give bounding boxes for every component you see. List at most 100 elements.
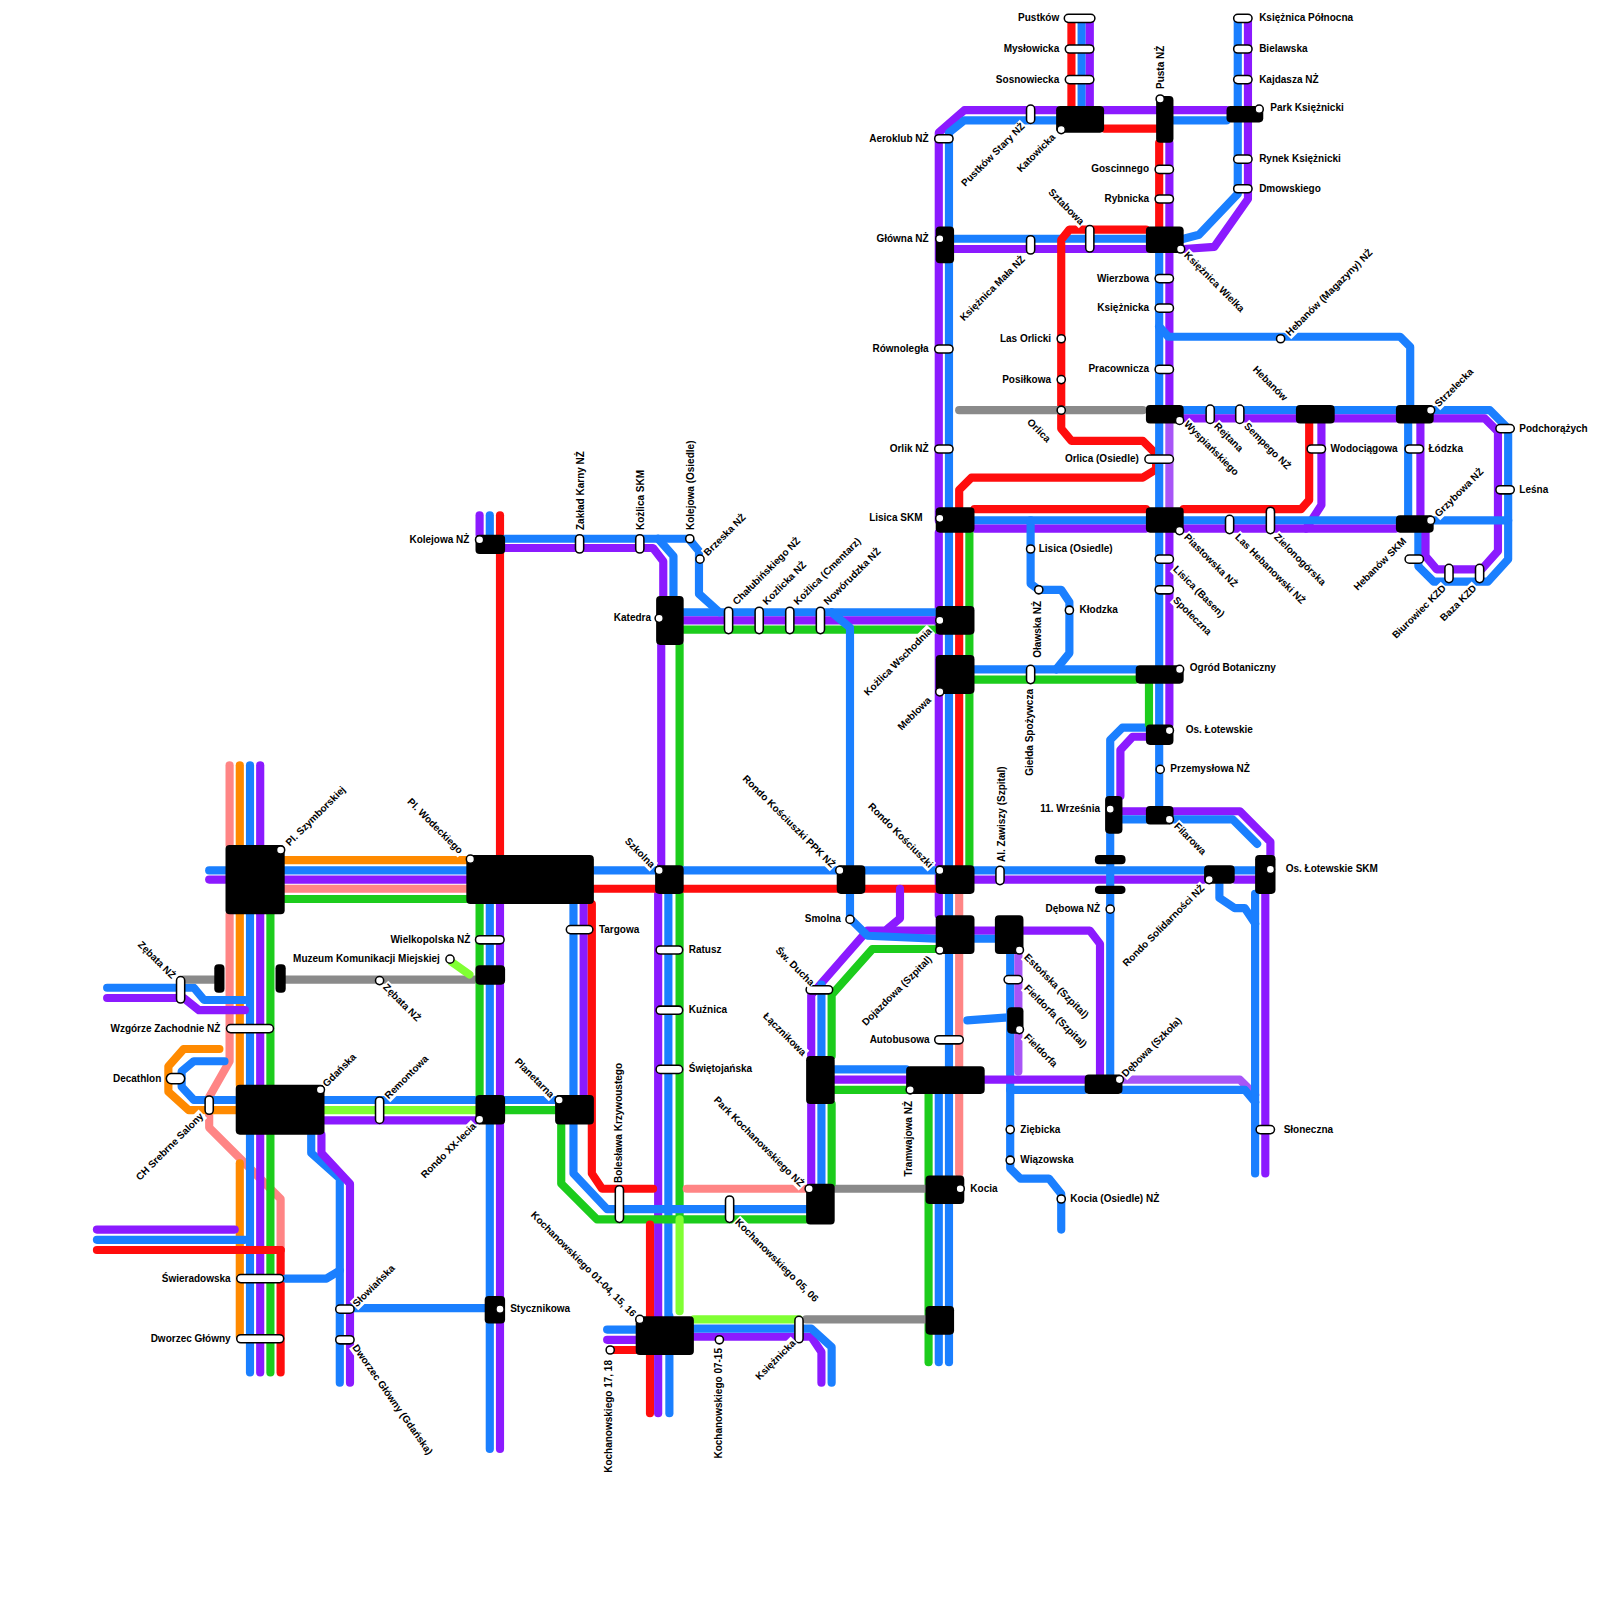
transit-line bbox=[256, 765, 264, 845]
station-dot bbox=[376, 977, 384, 985]
station-label: Orlik NŻ bbox=[889, 443, 930, 455]
station-label: Sztabowa bbox=[1044, 186, 1087, 229]
transit-line bbox=[1122, 1090, 1255, 1102]
station-dot bbox=[476, 1115, 484, 1123]
station-marker bbox=[566, 926, 593, 934]
transit-line bbox=[817, 1104, 825, 1184]
transit-line bbox=[1155, 533, 1163, 666]
transit-line bbox=[324, 1116, 475, 1124]
station-marker bbox=[1445, 564, 1453, 582]
station-dot bbox=[496, 1305, 504, 1313]
station-dot bbox=[1065, 606, 1073, 614]
transit-line bbox=[974, 935, 994, 943]
station-dot bbox=[936, 616, 944, 624]
transit-line bbox=[209, 866, 225, 874]
station-label: Grzybowa NŻ bbox=[1431, 465, 1486, 520]
transit-line bbox=[1426, 418, 1498, 569]
interchange-station bbox=[926, 1306, 955, 1335]
transit-line bbox=[594, 866, 837, 874]
transit-line bbox=[486, 515, 494, 534]
transit-line bbox=[694, 1315, 799, 1323]
station-label: Wierzbowa bbox=[1096, 273, 1150, 285]
station-label: Bolesława Krzywoustego bbox=[613, 1062, 625, 1184]
station-marker bbox=[1155, 304, 1173, 312]
station-dot bbox=[1205, 876, 1213, 884]
transit-line bbox=[954, 245, 1146, 253]
station-label: Wodociągowa bbox=[1330, 443, 1399, 455]
interchange-station bbox=[1007, 1007, 1023, 1034]
transit-line bbox=[182, 1061, 235, 1100]
transit-line bbox=[1184, 414, 1396, 422]
station-label: Os. Łotewskie SKM bbox=[1285, 863, 1379, 875]
transit-line bbox=[226, 765, 234, 845]
station-label: Wzgórze Zachodnie NŻ bbox=[109, 1023, 221, 1035]
interchange-station bbox=[1255, 855, 1275, 894]
transit-line bbox=[974, 876, 1204, 884]
station-dot bbox=[1106, 905, 1114, 913]
interchange-station bbox=[1095, 855, 1126, 864]
interchange-station bbox=[226, 845, 285, 914]
station-dot bbox=[1176, 665, 1184, 673]
transit-line bbox=[835, 1065, 906, 1073]
station-label: Zakład Karny NŻ bbox=[575, 450, 587, 531]
transit-line bbox=[1067, 18, 1075, 112]
interchange-station bbox=[1105, 796, 1122, 834]
station-label: Pusta NŻ bbox=[1155, 44, 1167, 89]
station-dot bbox=[1015, 1026, 1023, 1034]
transit-line bbox=[256, 914, 264, 1084]
station-marker bbox=[1234, 155, 1252, 163]
station-marker bbox=[336, 1336, 354, 1344]
station-marker bbox=[1004, 976, 1022, 984]
interchange-station bbox=[926, 1176, 965, 1205]
station-label: Planetarna bbox=[511, 1055, 557, 1101]
transit-line bbox=[505, 539, 719, 612]
station-dot bbox=[446, 955, 454, 963]
transit-line bbox=[1122, 815, 1145, 823]
transit-line bbox=[486, 985, 494, 1095]
station-dot bbox=[606, 1346, 614, 1354]
transit-line bbox=[1145, 684, 1153, 725]
interchange-station bbox=[1146, 724, 1174, 744]
interchange-station bbox=[655, 865, 684, 894]
station-label: Szkolna bbox=[622, 835, 659, 872]
station-label: Świętojańska bbox=[688, 1063, 753, 1075]
station-dot bbox=[1156, 765, 1164, 773]
station-dot bbox=[1115, 1076, 1123, 1084]
station-label: Przemysłowa NŻ bbox=[1169, 763, 1250, 775]
station-label: Park Kochanowskiego NŻ bbox=[711, 1093, 808, 1190]
station-dot bbox=[1057, 335, 1065, 343]
transit-line bbox=[676, 894, 684, 1220]
station-label: Dębowa (Szkoła) bbox=[1119, 1014, 1185, 1080]
station-label: Las Orlicki bbox=[999, 333, 1052, 345]
station-dot bbox=[655, 866, 663, 874]
transit-line bbox=[97, 1246, 281, 1254]
station-dot bbox=[1165, 727, 1173, 735]
transit-line bbox=[835, 1086, 906, 1094]
station-marker bbox=[816, 607, 824, 634]
transit-line bbox=[806, 1315, 925, 1323]
station-label: Orlica bbox=[1023, 416, 1053, 446]
interchange-station bbox=[1296, 405, 1335, 423]
station-marker bbox=[1226, 515, 1234, 533]
station-dot bbox=[696, 555, 704, 563]
transit-line bbox=[496, 515, 504, 855]
station-dot bbox=[476, 536, 484, 544]
station-marker bbox=[1027, 236, 1035, 254]
station-label: Stycznikowa bbox=[509, 1303, 571, 1315]
transit-line bbox=[676, 1219, 684, 1311]
station-label: Hebanów SKM bbox=[1350, 535, 1409, 594]
station-dot bbox=[1057, 376, 1065, 384]
station-dot bbox=[686, 535, 694, 543]
station-label: Słowiańska bbox=[350, 1262, 398, 1310]
station-label: Mysłowicka bbox=[1003, 43, 1061, 55]
transit-line bbox=[1078, 18, 1086, 112]
transit-line bbox=[486, 904, 494, 965]
transit-line bbox=[658, 539, 673, 596]
station-dot bbox=[1057, 406, 1065, 414]
station-label: Pustków bbox=[1017, 12, 1060, 24]
station-marker bbox=[724, 607, 732, 634]
transit-line bbox=[1010, 1086, 1084, 1094]
station-label: Rondo Kościuszki PPK NŻ bbox=[739, 773, 838, 872]
